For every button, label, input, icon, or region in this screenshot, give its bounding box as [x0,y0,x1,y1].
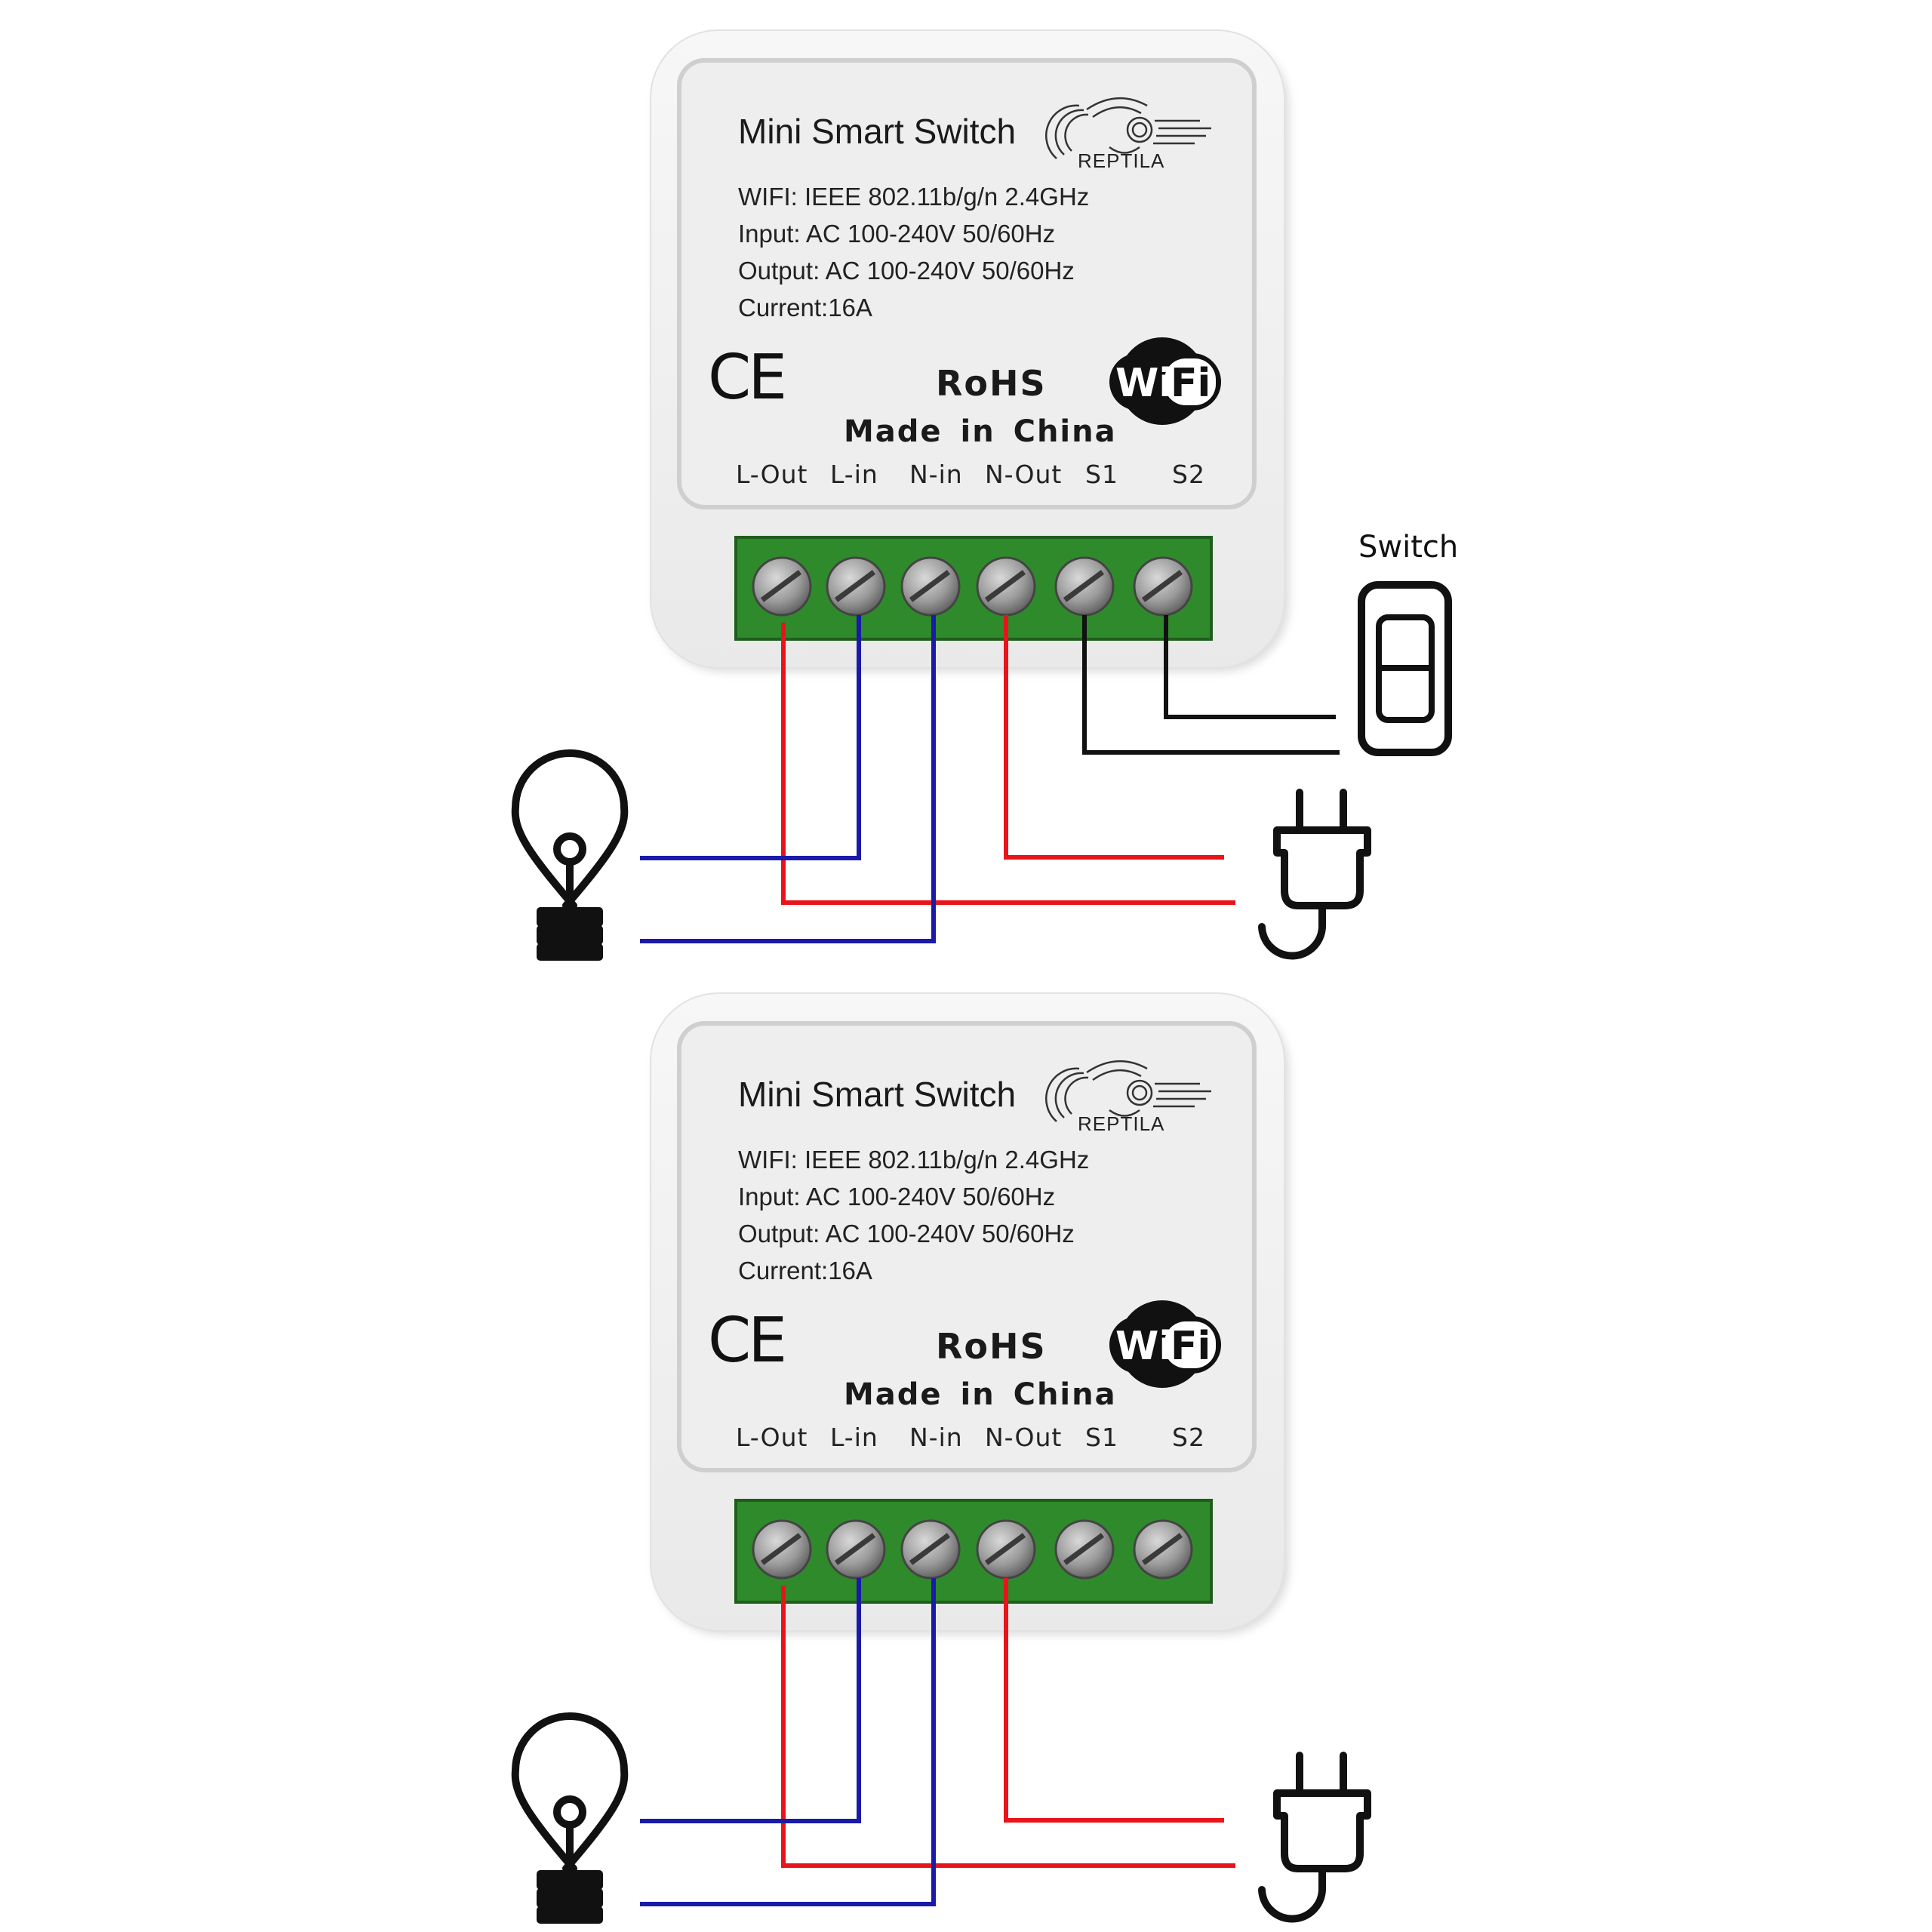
light-bulb-icon [511,749,629,961]
module-title: Mini Smart Switch [738,112,1016,151]
terminal-screw [1054,1519,1115,1580]
wifi-fi: Fi [1171,361,1211,406]
terminal-label: S1 [1085,460,1118,489]
terminal-label: L-Out [736,1423,808,1452]
smart-switch-module: Mini Smart Switch REPTILA WIFI: IEEE 802… [650,992,1289,1635]
spec-line: Input: AC 100-240V 50/60Hz [738,220,1055,248]
wifi-logo-icon: Wi Fi [1109,337,1221,425]
rohs-label: RoHS [936,1326,1047,1367]
smart-switch-module: Mini Smart Switch REPTILA WIFI: IEEE 802… [650,29,1289,672]
terminal-screw [1133,1519,1193,1580]
terminal-label: N-in [909,1423,963,1452]
spec-line: Current:16A [738,1257,872,1284]
brand-name: REPTILA [1078,1112,1164,1135]
switch-wire-s1 [1082,615,1340,755]
terminal-label: S2 [1172,1423,1205,1452]
neutral-wire-lamp [640,615,936,943]
switch-label: Switch [1358,530,1458,565]
terminal-screw [900,556,961,617]
wall-switch-icon: Switch [1358,530,1458,756]
terminal-screw [752,556,812,617]
terminal-label: L-in [830,460,878,489]
rohs-label: RoHS [936,363,1047,404]
neutral-wire-lamp [640,1578,936,1906]
diagram-1: Mini Smart Switch REPTILA WIFI: IEEE 802… [511,29,1458,961]
reptila-logo-icon: REPTILA [1045,1060,1211,1135]
terminal-screw [1054,556,1115,617]
power-plug-icon [1258,1752,1371,1923]
terminal-block [734,536,1213,641]
live-wire-out [781,1586,1235,1868]
terminal-label: L-Out [736,460,808,489]
made-in-label: Made in China [844,414,1117,449]
terminal-label: N-Out [985,1423,1062,1452]
neutral-wire-in [640,1578,861,1823]
terminal-label: S1 [1085,1423,1118,1452]
terminal-block [734,1499,1213,1604]
spec-line: Current:16A [738,294,872,321]
terminal-screw [826,556,886,617]
brand-name: REPTILA [1078,149,1164,172]
spec-line: WIFI: IEEE 802.11b/g/n 2.4GHz [738,183,1089,211]
ce-mark-icon: CE [708,1305,784,1377]
live-wire-in [1004,615,1224,860]
spec-line: Output: AC 100-240V 50/60Hz [738,257,1075,285]
wifi-logo-icon: Wi Fi [1109,1300,1221,1388]
terminal-screw [826,1519,886,1580]
terminal-label: N-Out [985,460,1062,489]
terminal-screw [900,1519,961,1580]
terminal-label: N-in [909,460,963,489]
terminal-screw [976,1519,1036,1580]
wires [640,615,1340,943]
spec-line: WIFI: IEEE 802.11b/g/n 2.4GHz [738,1146,1089,1174]
label-panel [677,1021,1257,1472]
light-bulb-icon [511,1712,629,1924]
terminal-screw [752,1519,812,1580]
spec-line: Output: AC 100-240V 50/60Hz [738,1220,1075,1247]
terminal-screw [976,556,1036,617]
wifi-wi: Wi [1115,361,1172,406]
spec-line: Input: AC 100-240V 50/60Hz [738,1183,1055,1211]
ce-mark-icon: CE [708,342,784,414]
terminal-screw [1133,556,1193,617]
label-panel [677,58,1257,509]
diagram-2: Mini Smart Switch REPTILA WIFI: IEEE 802… [511,992,1371,1924]
wifi-fi: Fi [1171,1324,1211,1369]
module-title: Mini Smart Switch [738,1075,1016,1114]
switch-wire-s2 [1164,615,1336,719]
live-wire-out [781,623,1235,905]
power-plug-icon [1258,789,1371,960]
terminal-label: L-in [830,1423,878,1452]
live-wire-in [1004,1578,1224,1823]
neutral-wire-in [640,615,861,860]
terminal-label: S2 [1172,460,1205,489]
made-in-label: Made in China [844,1377,1117,1412]
wires [640,1578,1235,1906]
reptila-logo-icon: REPTILA [1045,97,1211,172]
wifi-wi: Wi [1115,1324,1172,1369]
